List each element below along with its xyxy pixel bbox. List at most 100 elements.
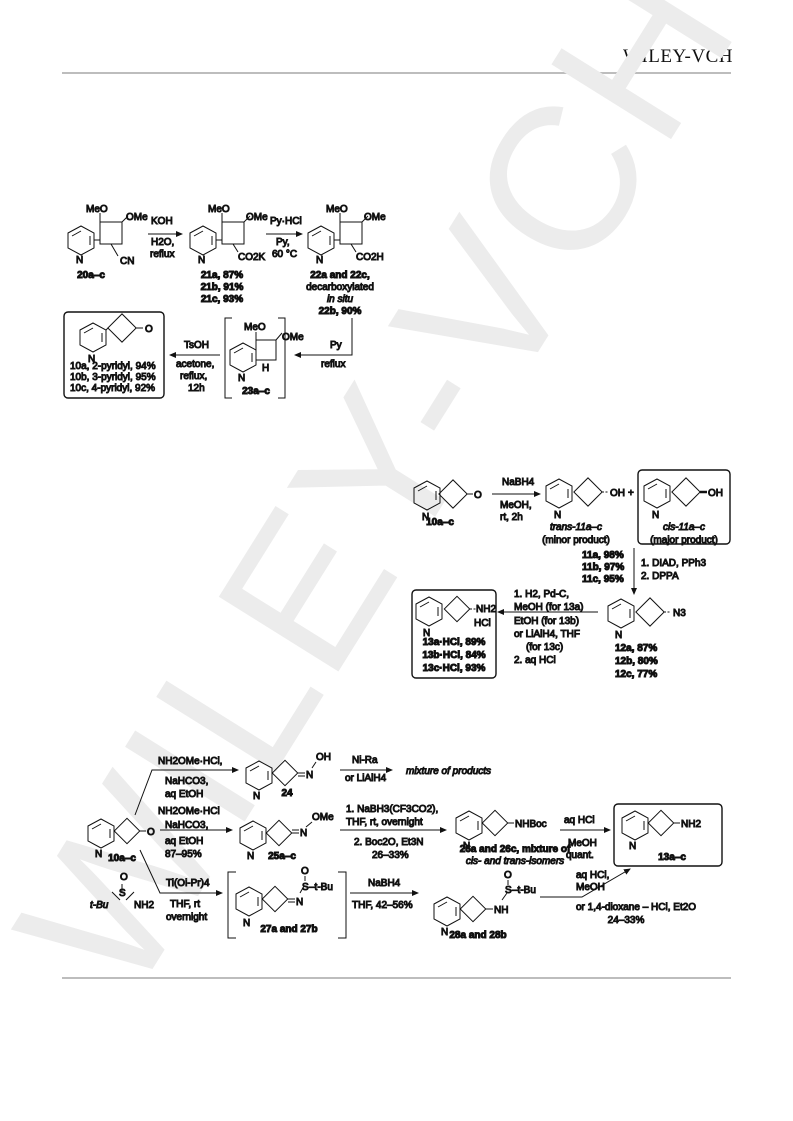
- label-28-o: O: [504, 870, 512, 881]
- compound-cis-11: [643, 477, 707, 509]
- mixture-note: mixture of products: [406, 766, 491, 777]
- note-22-l2: decarboxylated: [306, 282, 374, 293]
- label-12-n3: N3: [673, 608, 686, 619]
- compound-label-28: 28a and 28b: [449, 930, 506, 941]
- dep-r3: quant.: [566, 850, 594, 861]
- solvent-acetone: acetone,: [176, 359, 214, 370]
- label-26-nhboc: NHBoc: [515, 819, 547, 830]
- yield-11a: 11a, 98%: [582, 550, 624, 561]
- label-sulf-o: O: [120, 872, 128, 883]
- reagent-dppa: 2. DPPA: [641, 571, 679, 582]
- label-21-co2k: CO2K: [238, 252, 266, 263]
- arrow-3: [294, 318, 353, 358]
- step3-l2: MeOH (for 13a): [514, 602, 583, 613]
- compound-label-10-s2: 10a–c: [426, 517, 454, 528]
- tert-butanesulfinamide: [111, 884, 135, 901]
- cond-reflux-4: reflux,: [180, 371, 207, 382]
- compound-27: [235, 876, 306, 917]
- label-sulf-tbu: t-Bu: [90, 900, 109, 911]
- compound-26: [455, 809, 514, 841]
- solvent-h2o: H2O,: [151, 237, 174, 248]
- mid-r2: NaHCO3,: [165, 820, 208, 831]
- cond-60c: 60 °C: [272, 249, 297, 260]
- label-27-s: S: [302, 882, 309, 893]
- label-20-ome2: OMe: [126, 212, 148, 223]
- dep-r1: aq HCl: [564, 815, 595, 826]
- compound-10-s2: [413, 479, 473, 511]
- top-r2: NaHCO3,: [165, 776, 208, 787]
- compound-label-24: 24: [281, 788, 293, 799]
- label-trans-n: N: [554, 510, 561, 521]
- label-27-tbu: –t-Bu: [309, 882, 333, 893]
- reagent-nabh4: NaBH4: [502, 477, 535, 488]
- top-r3: aq EtOH: [165, 789, 203, 800]
- yield-13b: 13b·HCl, 84%: [422, 650, 485, 661]
- label-23-h: H: [262, 363, 269, 374]
- red-r1: 1. NaBH3(CF3CO2),: [346, 804, 438, 815]
- label-24-n: N: [253, 791, 260, 802]
- label-24-n-oxime: N: [306, 770, 313, 781]
- step3-l5: (for 13c): [526, 642, 563, 653]
- step3-l6: 2. aq HCl: [514, 655, 556, 666]
- compound-trans-11: [545, 477, 609, 509]
- label-10-o: O: [145, 324, 153, 335]
- compound-13-hcl: [415, 595, 476, 627]
- red-r4: 26–33%: [372, 850, 409, 861]
- mid-r3: aq EtOH: [165, 836, 203, 847]
- mid-r4: 87–95%: [165, 849, 202, 860]
- label-13-n-s3: N: [629, 841, 636, 852]
- label-13-n: N: [423, 628, 430, 639]
- compound-12: [607, 597, 671, 629]
- ti-r3: overnight: [166, 912, 207, 923]
- compound-21: [189, 213, 251, 256]
- reagent-py: Py: [330, 340, 342, 351]
- label-28-n: N: [441, 927, 448, 938]
- product-box-10: [63, 311, 165, 399]
- compound-label-27: 27a and 27b: [260, 924, 317, 935]
- step3-l4: or LiAlH4, THF: [514, 629, 580, 640]
- step3-l3: EtOH (for 13b): [514, 616, 579, 627]
- yield-13a: 13a·HCl, 89%: [423, 637, 486, 648]
- label-25-n-oxime: N: [300, 828, 307, 839]
- cond-reflux-1: reflux: [150, 249, 174, 260]
- nabh4-r2: THF, 42–56%: [352, 900, 413, 911]
- compound-label-13: 13a–c: [658, 852, 686, 863]
- label-23-ome2: OMe: [282, 332, 304, 343]
- label-21-ome1: MeO: [208, 204, 230, 215]
- label-13-nh2: NH2: [476, 604, 496, 615]
- label-22-co2h: CO2H: [356, 252, 384, 263]
- compound-label-trans-11: trans-11a–c: [550, 522, 602, 533]
- compound-28: [433, 880, 509, 927]
- solvent-py: Py,: [276, 237, 290, 248]
- label-13-hcl: HCl: [474, 618, 491, 629]
- red-r2: THF, rt, overnight: [346, 817, 423, 828]
- yield-22b: 22b, 90%: [319, 306, 362, 317]
- red-r3: 2. Boc2O, Et3N: [354, 837, 423, 848]
- label-20-cn: CN: [120, 256, 134, 267]
- label-22-ome1: MeO: [326, 204, 348, 215]
- note-22-l1: 22a and 22c,: [310, 270, 370, 281]
- yield-13c: 13c·HCl, 93%: [423, 663, 486, 674]
- step3-l1: 1. H2, Pd-C,: [514, 589, 569, 600]
- label-sulf-s: S: [119, 888, 126, 899]
- compound-label-10-s3: 10a–c: [108, 853, 136, 864]
- compound-22: [307, 213, 369, 256]
- yield-10b: 10b, 3-pyridyl, 95%: [70, 372, 156, 383]
- label-22-ome2: OMe: [364, 212, 386, 223]
- label-27-o: O: [301, 866, 309, 877]
- plus-sign: +: [628, 488, 634, 499]
- label-12-n: N: [615, 630, 622, 641]
- scheme-1: MeO OMe CN N 20a–c KOH H2O, reflux MeO O…: [63, 204, 387, 399]
- yield-10c: 10c, 4-pyridyl, 92%: [70, 383, 155, 394]
- label-10s2-o: O: [474, 490, 482, 501]
- product-box-13: [613, 803, 723, 867]
- note-26-l2: cis- and trans-isomers: [466, 856, 564, 867]
- label-22-n: N: [316, 255, 323, 266]
- compound-10-s3: [87, 817, 146, 849]
- note-major: (major product): [650, 535, 718, 546]
- final-r2: MeOH: [576, 882, 605, 893]
- label-21-n: N: [198, 255, 205, 266]
- arrow-s3-ti: [139, 849, 223, 896]
- label-20-ome1: MeO: [86, 204, 108, 215]
- header-rule: [62, 72, 731, 74]
